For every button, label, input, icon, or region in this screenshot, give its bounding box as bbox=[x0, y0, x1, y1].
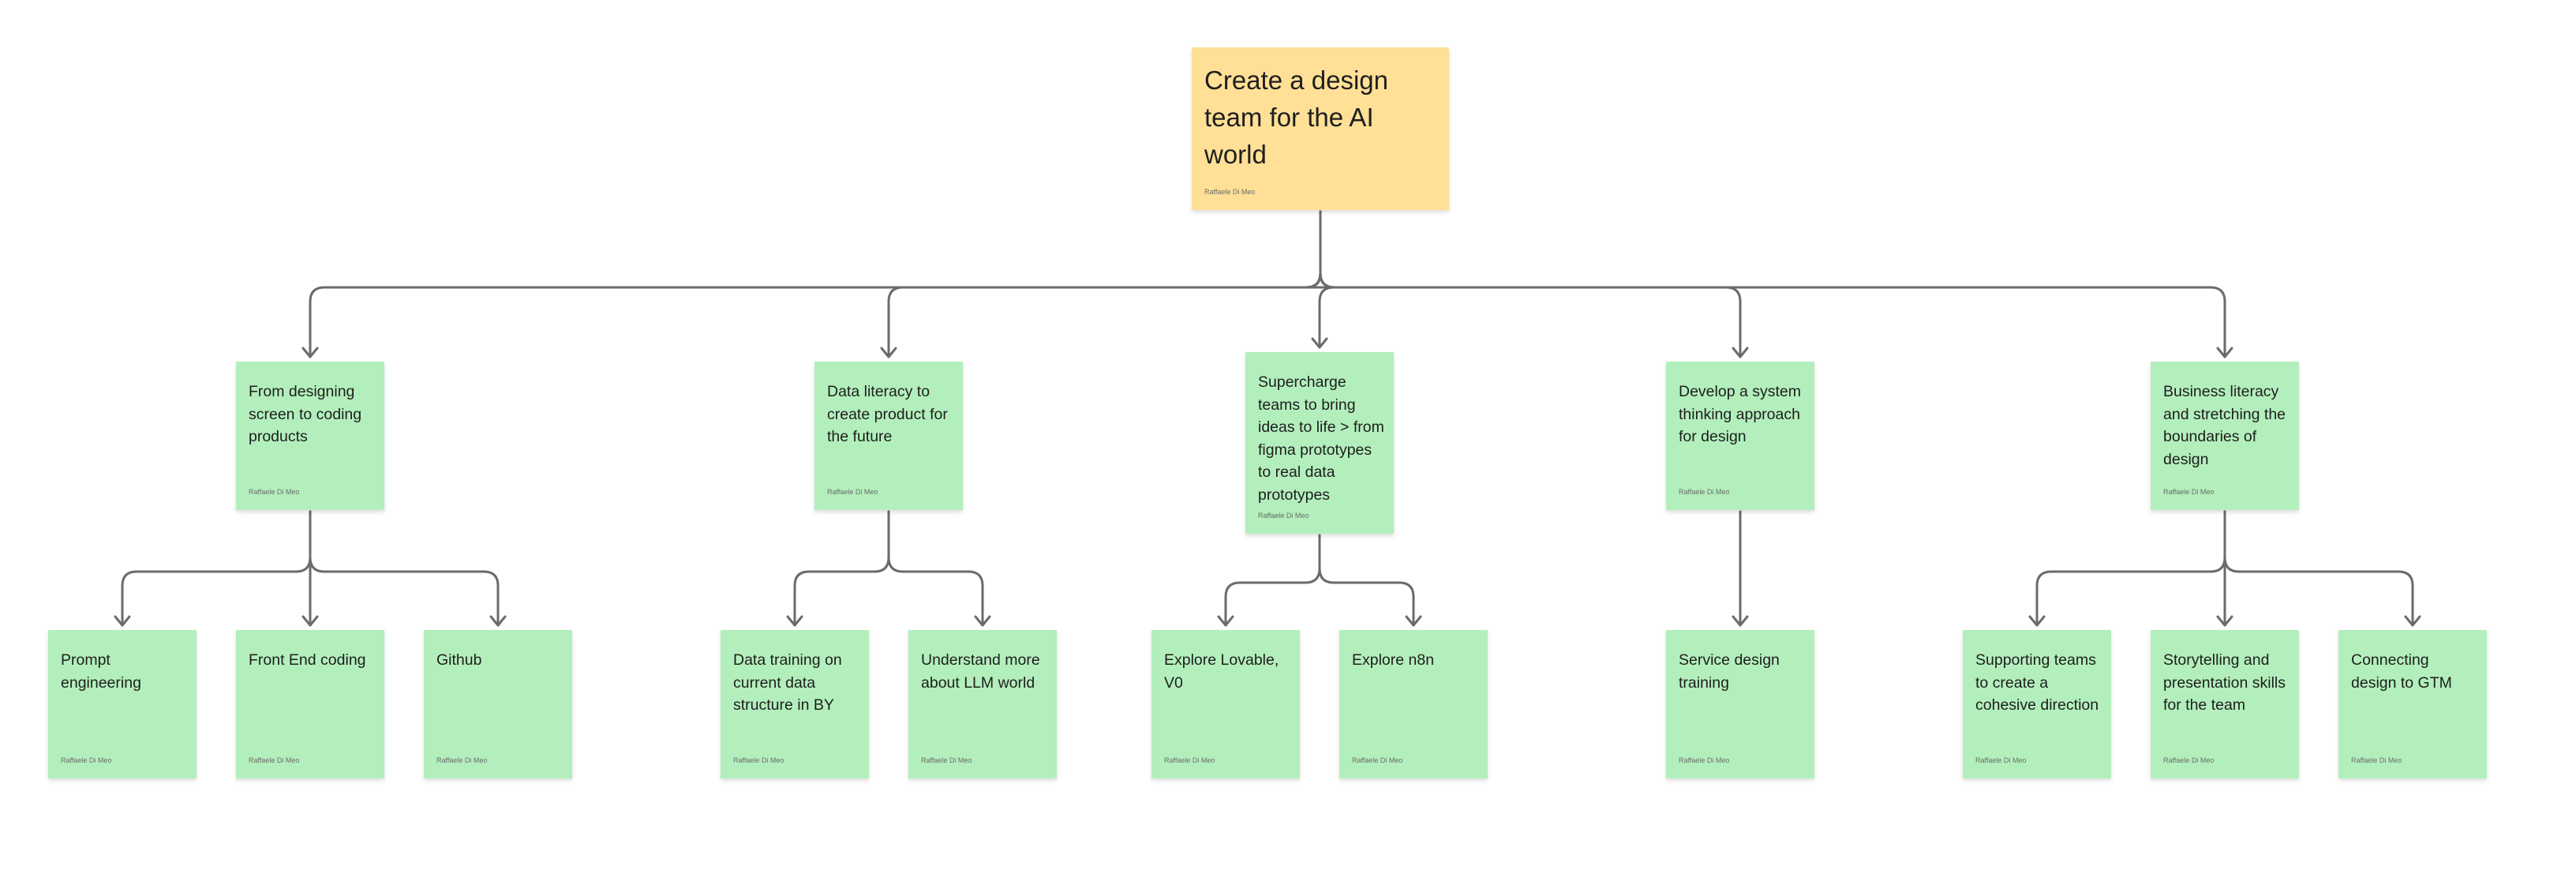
arrowhead bbox=[2028, 615, 2046, 627]
arrowhead bbox=[1217, 615, 1234, 627]
sticky-note-author: Raffaele Di Meo bbox=[249, 488, 300, 496]
connector-line bbox=[1319, 210, 2226, 358]
sticky-note-author: Raffaele Di Meo bbox=[1352, 756, 1403, 764]
sticky-note-author: Raffaele Di Meo bbox=[2351, 756, 2402, 764]
connector-line bbox=[121, 510, 312, 627]
sticky-note-author: Raffaele Di Meo bbox=[61, 756, 112, 764]
sticky-note-text: Create a design team for the AI world bbox=[1204, 66, 1388, 169]
arrowhead bbox=[880, 347, 897, 358]
sticky-note-text: Explore n8n bbox=[1352, 651, 1435, 669]
arrowhead bbox=[1732, 347, 1749, 358]
sticky-note-author: Raffaele Di Meo bbox=[1164, 756, 1215, 764]
sticky-note-text: Supporting teams to create a cohesive di… bbox=[1975, 651, 2099, 714]
sticky-note-author: Raffaele Di Meo bbox=[1679, 488, 1730, 496]
arrowhead bbox=[786, 615, 803, 627]
sticky-note-text: Supercharge teams to bring ideas to life… bbox=[1258, 373, 1384, 504]
sticky-note-text: From designing screen to coding products bbox=[249, 383, 362, 445]
connector-line bbox=[309, 210, 1322, 358]
arrowhead bbox=[1311, 337, 1328, 349]
subtopic-sticky-note[interactable]: Front End coding Raffaele Di Meo bbox=[236, 630, 384, 778]
subtopic-sticky-note[interactable]: Understand more about LLM world Raffaele… bbox=[908, 630, 1057, 778]
arrowhead bbox=[2216, 615, 2233, 627]
subtopic-sticky-note[interactable]: Service design training Raffaele Di Meo bbox=[1666, 630, 1814, 778]
arrowhead bbox=[1732, 615, 1749, 627]
sticky-note-text: Github bbox=[436, 651, 482, 669]
sticky-note-text: Connecting design to GTM bbox=[2351, 651, 2452, 692]
sticky-note-author: Raffaele Di Meo bbox=[2163, 488, 2215, 496]
arrowhead bbox=[489, 615, 507, 627]
sticky-note-author: Raffaele Di Meo bbox=[249, 756, 300, 764]
sticky-note-text: Prompt engineering bbox=[61, 651, 141, 692]
subtopic-sticky-note[interactable]: Connecting design to GTM Raffaele Di Meo bbox=[2338, 630, 2487, 778]
sticky-note-text: Front End coding bbox=[249, 651, 366, 669]
sticky-note-author: Raffaele Di Meo bbox=[1258, 512, 1309, 520]
sticky-note-text: Explore Lovable, V0 bbox=[1164, 651, 1279, 692]
subtopic-sticky-note[interactable]: Storytelling and presentation skills for… bbox=[2151, 630, 2299, 778]
topic-sticky-note[interactable]: Business literacy and stretching the bou… bbox=[2151, 362, 2299, 510]
subtopic-sticky-note[interactable]: Prompt engineering Raffaele Di Meo bbox=[48, 630, 197, 778]
sticky-note-text: Understand more about LLM world bbox=[921, 651, 1040, 692]
arrowhead bbox=[974, 615, 991, 627]
connector-line bbox=[1319, 210, 1742, 358]
subtopic-sticky-note[interactable]: Supporting teams to create a cohesive di… bbox=[1963, 630, 2111, 778]
arrowhead bbox=[2216, 347, 2233, 358]
sticky-note-text: Data literacy to create product for the … bbox=[827, 383, 948, 445]
sticky-note-text: Storytelling and presentation skills for… bbox=[2163, 651, 2286, 714]
connector-line bbox=[309, 510, 500, 627]
sticky-note-author: Raffaele Di Meo bbox=[1204, 188, 1256, 196]
sticky-note-text: Service design training bbox=[1679, 651, 1780, 692]
connector-line bbox=[1305, 210, 1335, 349]
sticky-note-author: Raffaele Di Meo bbox=[921, 756, 972, 764]
arrowhead bbox=[301, 615, 319, 627]
sticky-note-author: Raffaele Di Meo bbox=[827, 488, 878, 496]
arrowhead bbox=[301, 347, 319, 358]
sticky-note-text: Business literacy and stretching the bou… bbox=[2163, 383, 2286, 468]
connector-line bbox=[2223, 510, 2414, 627]
subtopic-sticky-note[interactable]: Github Raffaele Di Meo bbox=[424, 630, 572, 778]
topic-sticky-note[interactable]: Supercharge teams to bring ideas to life… bbox=[1245, 352, 1394, 534]
topic-sticky-note[interactable]: From designing screen to coding products… bbox=[236, 362, 384, 510]
sticky-note-text: Data training on current data structure … bbox=[733, 651, 842, 714]
connector-line bbox=[887, 510, 984, 627]
connector-line bbox=[1224, 534, 1321, 627]
subtopic-sticky-note[interactable]: Data training on current data structure … bbox=[721, 630, 869, 778]
root-sticky-note[interactable]: Create a design team for the AI world Ra… bbox=[1192, 47, 1449, 210]
arrowhead bbox=[114, 615, 131, 627]
topic-sticky-note[interactable]: Develop a system thinking approach for d… bbox=[1666, 362, 1814, 510]
sticky-note-author: Raffaele Di Meo bbox=[733, 756, 784, 764]
sticky-note-author: Raffaele Di Meo bbox=[436, 756, 488, 764]
connector-line bbox=[2035, 510, 2226, 627]
topic-sticky-note[interactable]: Data literacy to create product for the … bbox=[814, 362, 963, 510]
connector-line bbox=[793, 510, 890, 627]
sticky-note-author: Raffaele Di Meo bbox=[2163, 756, 2215, 764]
subtopic-sticky-note[interactable]: Explore n8n Raffaele Di Meo bbox=[1339, 630, 1488, 778]
sticky-note-text: Develop a system thinking approach for d… bbox=[1679, 383, 1801, 445]
subtopic-sticky-note[interactable]: Explore Lovable, V0 Raffaele Di Meo bbox=[1151, 630, 1300, 778]
arrowhead bbox=[1405, 615, 1422, 627]
connector-line bbox=[887, 210, 1322, 358]
connector-line bbox=[1318, 534, 1415, 627]
arrowhead bbox=[2404, 615, 2421, 627]
sticky-note-author: Raffaele Di Meo bbox=[1679, 756, 1730, 764]
sticky-note-author: Raffaele Di Meo bbox=[1975, 756, 2027, 764]
